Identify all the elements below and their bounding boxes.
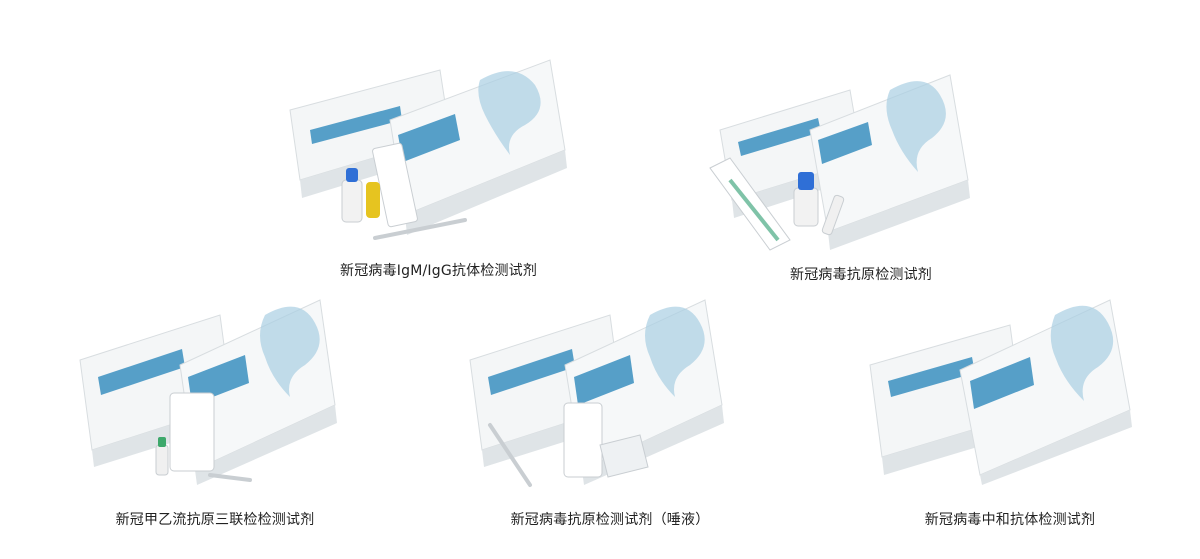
product-igm-igg-image xyxy=(289,59,567,240)
front-box-side xyxy=(195,405,337,485)
test-cassette xyxy=(563,402,603,478)
test-cassette xyxy=(169,392,215,472)
dropper-pipette xyxy=(488,423,532,487)
back-box-stripe xyxy=(310,106,402,144)
product-igm-igg: 新冠病毒IgM/IgG抗体检测试剂 xyxy=(280,40,580,279)
back-box-stripe xyxy=(488,349,575,395)
buffer-bottle xyxy=(793,187,819,227)
front-box-side xyxy=(405,150,567,235)
extraction-tube xyxy=(821,194,845,236)
product-caption: 新冠病毒抗原检测试剂（唾液） xyxy=(510,512,710,528)
test-cassette xyxy=(372,142,418,228)
product-antigen: 新冠病毒抗原检测试剂 xyxy=(700,60,1000,283)
front-box-stripe xyxy=(398,114,460,162)
extraction-tube xyxy=(155,444,169,476)
product-flu-ab: 新冠甲乙流抗原三联检检测试剂 xyxy=(70,285,360,528)
product-caption: 新冠病毒中和抗体检测试剂 xyxy=(924,512,1096,528)
front-box-drop-graphic xyxy=(1050,305,1114,401)
product-caption: 新冠病毒IgM/IgG抗体检测试剂 xyxy=(340,263,538,279)
product-salivary-image xyxy=(469,299,724,487)
product-caption: 新冠甲乙流抗原三联检检测试剂 xyxy=(115,512,315,528)
buffer-bottle-cap xyxy=(798,172,814,190)
front-box-side xyxy=(828,180,970,250)
dropper-pipette xyxy=(208,473,252,482)
front-box-drop-graphic xyxy=(260,306,320,397)
product-salivary: 新冠病毒抗原检测试剂（唾液） xyxy=(460,285,750,528)
front-box-stripe xyxy=(574,355,634,405)
front-box-drop-graphic xyxy=(645,306,705,397)
product-caption: 新冠病毒抗原检测试剂 xyxy=(790,267,932,283)
front-box-side xyxy=(980,410,1132,485)
back-box-stripe xyxy=(888,357,975,397)
buffer-bottle xyxy=(341,179,363,223)
product-antigen-image xyxy=(709,74,970,251)
product-neutralizing-image xyxy=(869,299,1132,485)
swab-stick xyxy=(728,178,780,242)
product-flu-ab-image xyxy=(79,299,337,485)
product-neutralizing: 新冠病毒中和抗体检测试剂 xyxy=(860,285,1150,528)
yellow-vial xyxy=(366,182,380,218)
back-box-stripe xyxy=(98,349,185,395)
front-box-drop-graphic xyxy=(886,81,946,172)
back-box-stripe xyxy=(738,118,821,156)
extraction-tube-cap xyxy=(158,437,166,447)
dropper-pipette xyxy=(373,218,467,240)
front-box-stripe xyxy=(970,357,1034,409)
front-box-stripe xyxy=(818,122,872,164)
front-box-drop-graphic xyxy=(478,71,541,155)
buffer-bottle-cap xyxy=(346,168,358,182)
saliva-collector xyxy=(599,434,649,478)
